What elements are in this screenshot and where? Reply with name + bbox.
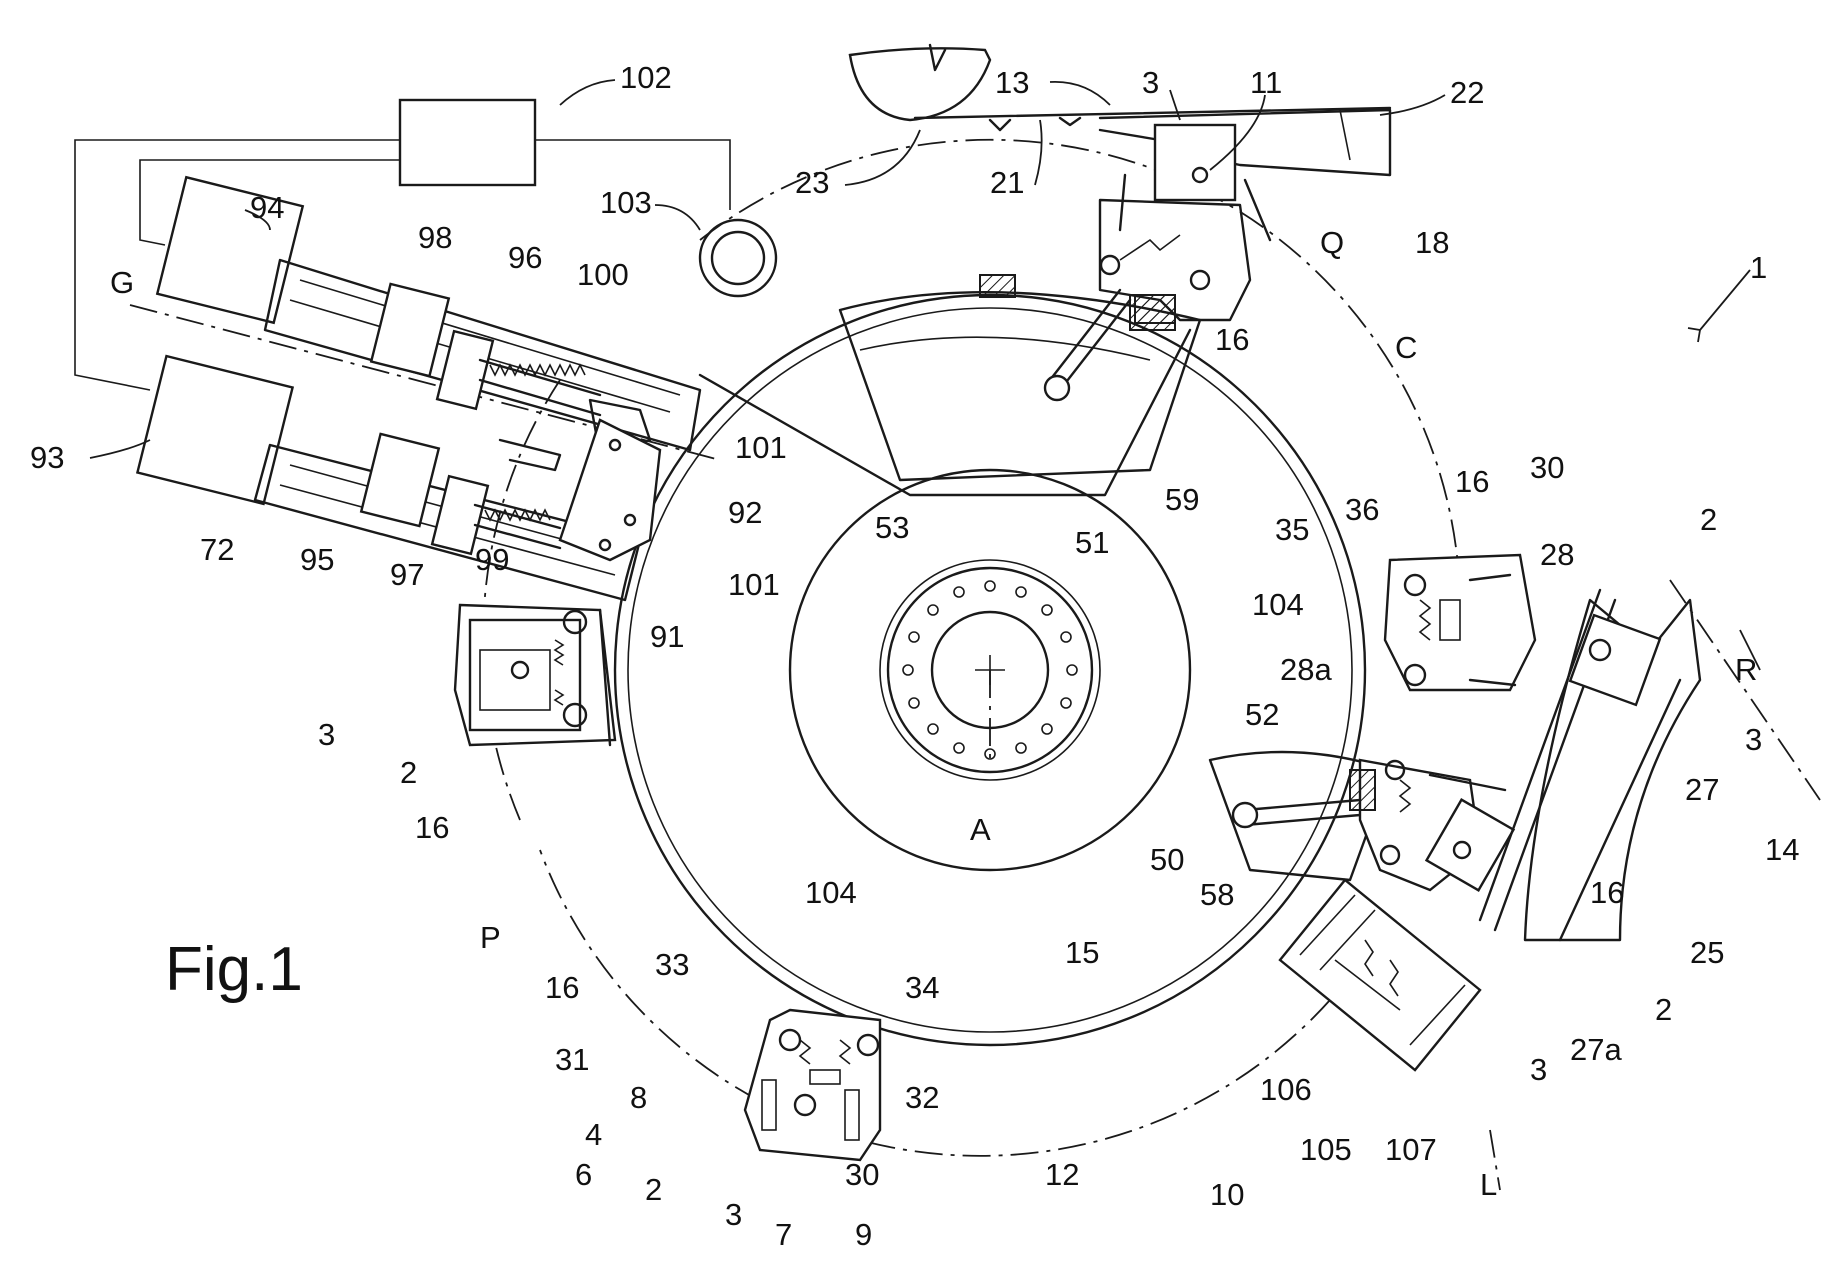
ref-label: 107	[1385, 1132, 1437, 1167]
ref-label: 53	[875, 510, 909, 545]
bottom-right-unit	[1280, 880, 1480, 1070]
ref-label: 27a	[1570, 1032, 1622, 1067]
ref-label: 50	[1150, 842, 1184, 877]
ref-label: 8	[630, 1080, 647, 1115]
ref-label: 27	[1685, 772, 1719, 807]
ref-label: 3	[1745, 722, 1762, 757]
ref-label: 4	[585, 1117, 602, 1152]
ref-label: 103	[600, 185, 652, 220]
bottom-unit	[745, 1010, 880, 1160]
ref-label: 58	[1200, 877, 1234, 912]
ref-label: 15	[1065, 935, 1099, 970]
figure-caption: Fig.1	[165, 935, 303, 1004]
ref-label: 14	[1765, 832, 1799, 867]
ref-label: 59	[1165, 482, 1199, 517]
ref-label: 92	[728, 495, 762, 530]
ref-label: 101	[728, 567, 780, 602]
ref-label: 34	[905, 970, 939, 1005]
ref-label: 51	[1075, 525, 1109, 560]
ref-label: L	[1480, 1167, 1497, 1202]
ref-label: 9	[855, 1217, 872, 1252]
ref-label: 23	[795, 165, 829, 200]
top-unit	[1045, 125, 1270, 400]
ref-label: 98	[418, 220, 452, 255]
ref-label: 3	[1142, 65, 1159, 100]
ref-label: 99	[475, 542, 509, 577]
ref-label: 2	[1655, 992, 1672, 1027]
ref-label: 12	[1045, 1157, 1079, 1192]
ref-label: 105	[1300, 1132, 1352, 1167]
ref-label: 94	[250, 190, 284, 225]
ref-label: A	[970, 812, 991, 847]
ref-label: 30	[845, 1157, 879, 1192]
ref-label: 21	[990, 165, 1024, 200]
ref-label: 100	[577, 257, 629, 292]
right-lower-unit	[1210, 752, 1513, 890]
ref-label: 13	[995, 65, 1029, 100]
ref-label: 16	[415, 810, 449, 845]
ref-label: 96	[508, 240, 542, 275]
ref-label: 30	[1530, 450, 1564, 485]
ref-label: 32	[905, 1080, 939, 1115]
main-wheel	[615, 295, 1365, 1045]
ref-label: 28	[1540, 537, 1574, 572]
ref-label: 3	[725, 1197, 742, 1232]
ref-label: 10	[1210, 1177, 1244, 1212]
ref-label: 2	[400, 755, 417, 790]
ref-label: 16	[1215, 322, 1249, 357]
ref-label: 2	[1700, 502, 1717, 537]
ref-label: 11	[1250, 65, 1282, 100]
ref-label: 36	[1345, 492, 1379, 527]
ref-label: 3	[1530, 1052, 1547, 1087]
ref-label: 22	[1450, 75, 1484, 110]
ref-label: 104	[1252, 587, 1304, 622]
ref-label: 25	[1690, 935, 1724, 970]
ref-label: 28a	[1280, 652, 1332, 687]
ref-label: 101	[735, 430, 787, 465]
ref-label: 6	[575, 1157, 592, 1192]
ref-label: 16	[545, 970, 579, 1005]
ref-label: Q	[1320, 225, 1344, 260]
ref-label: 16	[1590, 875, 1624, 910]
ref-label: 18	[1415, 225, 1449, 260]
ref-label: 106	[1260, 1072, 1312, 1107]
ref-label: 52	[1245, 697, 1279, 732]
ref-label: 91	[650, 619, 684, 654]
ref-label: P	[480, 920, 501, 955]
left-unit	[455, 605, 615, 745]
ref-label: 97	[390, 557, 424, 592]
ref-label: G	[110, 265, 134, 300]
ref-label: 31	[555, 1042, 589, 1077]
ref-label: 33	[655, 947, 689, 982]
ref-label: 95	[300, 542, 334, 577]
ref-label: 93	[30, 440, 64, 475]
ref-label: 1	[1750, 250, 1767, 285]
ref-label: 72	[200, 532, 234, 567]
ref-label: 102	[620, 60, 672, 95]
ref-label: 7	[775, 1217, 792, 1252]
ref-label: 2	[645, 1172, 662, 1207]
ref-label: C	[1395, 330, 1417, 365]
ref-label: 16	[1455, 464, 1489, 499]
ref-label: 3	[318, 717, 335, 752]
top-conveyor	[850, 45, 1390, 175]
right-upper-unit	[1385, 555, 1535, 690]
ref-label: 104	[805, 875, 857, 910]
ref-label: 35	[1275, 512, 1309, 547]
